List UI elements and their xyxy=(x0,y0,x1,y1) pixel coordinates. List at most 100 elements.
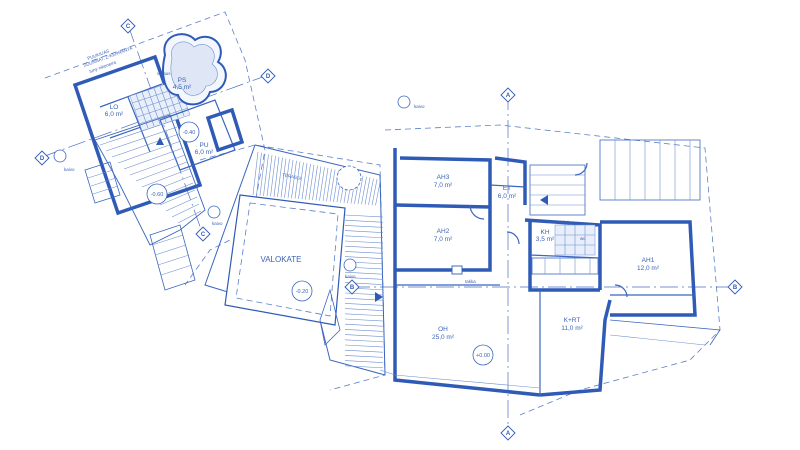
terrace-board xyxy=(344,360,384,363)
right-deck xyxy=(599,139,721,346)
main-house xyxy=(379,139,721,397)
room-krt-area: 11,0 m² xyxy=(561,325,583,332)
terrace-board xyxy=(344,308,384,311)
terrace-board xyxy=(277,157,283,198)
deck-board xyxy=(135,161,188,182)
axis-line-c xyxy=(127,24,203,233)
terrace-board xyxy=(344,256,384,259)
svg-text:A: A xyxy=(506,93,511,99)
terrace-board xyxy=(344,230,384,233)
room-et-name: ET xyxy=(503,185,511,192)
terrace-board xyxy=(322,167,329,202)
terrace-board xyxy=(344,344,384,348)
kaivo-note-3: kaivo xyxy=(212,221,223,226)
terassi-label: TERASSI xyxy=(282,172,302,181)
level-marker-valokate xyxy=(291,280,313,302)
terrace-board xyxy=(364,177,371,205)
glass-roof xyxy=(224,194,346,326)
level-marker-terrace xyxy=(146,183,168,205)
sauna-building xyxy=(72,33,245,216)
terrace-board xyxy=(344,349,384,353)
terrace-board xyxy=(371,179,378,206)
terrace-board xyxy=(344,277,384,280)
room-krt-name: K+RT xyxy=(564,317,581,324)
terrace-board xyxy=(357,175,364,205)
terrace-board xyxy=(344,334,384,337)
level-sauna: -0.40 xyxy=(183,130,196,136)
tulisija-label: tulisija xyxy=(559,220,572,225)
room-kh-name: KH xyxy=(540,229,549,236)
terrace-board xyxy=(344,323,384,327)
terrace-board xyxy=(280,158,287,198)
terrace-board xyxy=(312,165,318,201)
terrace-board xyxy=(284,159,290,198)
room-lo-name: LO xyxy=(110,104,119,111)
terrace-board xyxy=(344,251,384,254)
kitchen-counter xyxy=(531,257,599,275)
terrace-boundary xyxy=(199,144,386,391)
room-kh-area: 3,5 m² xyxy=(536,236,555,243)
terrace-board xyxy=(287,159,294,199)
terrace-board xyxy=(344,235,384,239)
room-pu-area: 6,0 m² xyxy=(195,149,214,156)
terrace-board xyxy=(252,151,259,196)
deck-steps xyxy=(84,161,196,291)
terrace-board xyxy=(344,313,384,317)
terrace-board xyxy=(291,160,297,199)
room-ps-name: PS xyxy=(178,77,187,84)
svg-text:D: D xyxy=(266,74,271,80)
terrace-board xyxy=(301,163,308,200)
sauna-arrow xyxy=(156,137,164,145)
deck-board xyxy=(123,147,184,170)
terrace-board xyxy=(344,303,384,306)
terrace-board xyxy=(259,153,266,196)
terrace-board xyxy=(344,365,384,369)
svg-text:B: B xyxy=(350,285,355,291)
room-pu-name: PU xyxy=(199,142,208,149)
deck-board xyxy=(171,203,200,218)
level-valokate: -0.20 xyxy=(296,289,309,295)
kaivo-note-2: kaivo xyxy=(64,167,75,172)
terrace-board xyxy=(256,152,262,196)
varaus-label: varaus xyxy=(157,71,171,76)
room-ah3-area: 7,0 m² xyxy=(434,182,453,189)
kaivo-note-4: kaivo xyxy=(345,274,356,279)
entrance-arrow xyxy=(540,195,548,205)
terrace-board xyxy=(266,155,273,197)
wc-label: wc xyxy=(580,236,586,241)
kamiina-circle xyxy=(336,165,362,191)
entrance-stairs xyxy=(529,164,586,216)
terrace-board xyxy=(305,163,311,200)
terrace-board xyxy=(344,339,384,343)
terrace-arrow xyxy=(375,292,383,302)
level-terrace: -0.60 xyxy=(151,192,164,198)
terrace-board xyxy=(270,155,276,197)
terrace-board xyxy=(263,154,269,196)
axis-marker-c-left: C xyxy=(195,226,211,242)
deck-board xyxy=(177,210,202,224)
svg-text:C: C xyxy=(201,232,206,238)
fireplace-symbol xyxy=(451,265,463,275)
room-ps-area: 4,5 m² xyxy=(173,84,192,91)
room-oh-name: OH xyxy=(438,326,448,333)
deck-board xyxy=(105,126,178,152)
room-ah1-area: 12,0 m² xyxy=(637,265,660,272)
room-ah1-name: AH1 xyxy=(642,257,655,264)
terrace-board xyxy=(361,176,367,205)
main-terrace xyxy=(204,144,386,376)
deck-board xyxy=(99,119,176,146)
axis-marker-a-bottom: A xyxy=(500,425,516,441)
room-oh-area: 25,0 m² xyxy=(432,334,455,341)
level-marker-main xyxy=(472,344,494,366)
deck-board xyxy=(141,168,190,188)
svg-text:C: C xyxy=(126,24,131,30)
room-ah2-area: 7,0 m² xyxy=(434,236,453,243)
terrace-board xyxy=(344,271,384,275)
svg-text:B: B xyxy=(733,285,738,291)
deck-board xyxy=(111,133,180,158)
level-marker-sauna xyxy=(178,121,200,143)
terrace-board xyxy=(298,162,304,199)
kaivo-marker-2 xyxy=(53,149,67,163)
kaivo-marker-1 xyxy=(397,95,411,109)
room-ah2-name: AH2 xyxy=(437,228,450,235)
